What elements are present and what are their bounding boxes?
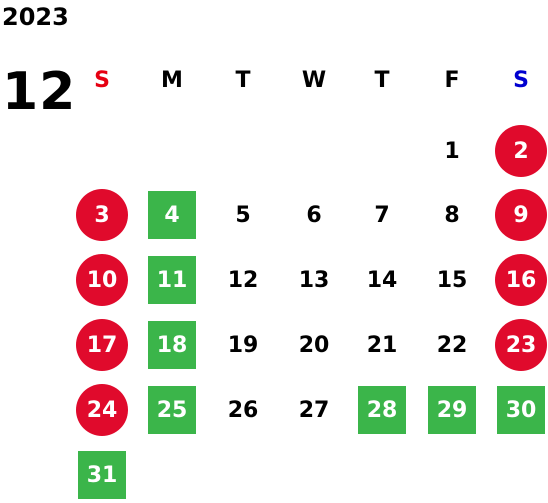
day-27[interactable]: 27 [298, 397, 330, 423]
day-21[interactable]: 21 [366, 332, 398, 358]
weekday-label: W [301, 68, 327, 93]
day-23[interactable]: 23 [495, 319, 547, 371]
day-15[interactable]: 15 [436, 267, 468, 293]
day-29[interactable]: 29 [428, 386, 476, 434]
day-30[interactable]: 30 [497, 386, 545, 434]
day-25[interactable]: 25 [148, 386, 196, 434]
weekday-label: F [444, 68, 460, 93]
weekday-label: S [513, 68, 529, 93]
day-28[interactable]: 28 [358, 386, 406, 434]
day-4[interactable]: 4 [148, 191, 196, 239]
day-20[interactable]: 20 [298, 332, 330, 358]
day-5[interactable]: 5 [235, 202, 251, 228]
day-10[interactable]: 10 [76, 254, 128, 306]
day-11[interactable]: 11 [148, 256, 196, 304]
month-number: 12 [2, 62, 77, 122]
day-18[interactable]: 18 [148, 321, 196, 369]
weekday-label: T [374, 68, 390, 93]
day-13[interactable]: 13 [298, 267, 330, 293]
day-1[interactable]: 1 [444, 138, 460, 164]
day-24[interactable]: 24 [76, 384, 128, 436]
day-17[interactable]: 17 [76, 319, 128, 371]
day-7[interactable]: 7 [374, 202, 390, 228]
day-22[interactable]: 22 [436, 332, 468, 358]
weekday-label: M [161, 68, 183, 93]
day-14[interactable]: 14 [366, 267, 398, 293]
day-12[interactable]: 12 [227, 267, 259, 293]
day-2[interactable]: 2 [495, 125, 547, 177]
day-9[interactable]: 9 [495, 189, 547, 241]
day-3[interactable]: 3 [76, 189, 128, 241]
day-19[interactable]: 19 [227, 332, 259, 358]
day-6[interactable]: 6 [306, 202, 322, 228]
day-26[interactable]: 26 [227, 397, 259, 423]
day-31[interactable]: 31 [78, 451, 126, 499]
weekday-label: T [235, 68, 251, 93]
year-label: 2023 [2, 3, 69, 31]
day-16[interactable]: 16 [495, 254, 547, 306]
day-8[interactable]: 8 [444, 202, 460, 228]
weekday-label: S [94, 68, 110, 93]
